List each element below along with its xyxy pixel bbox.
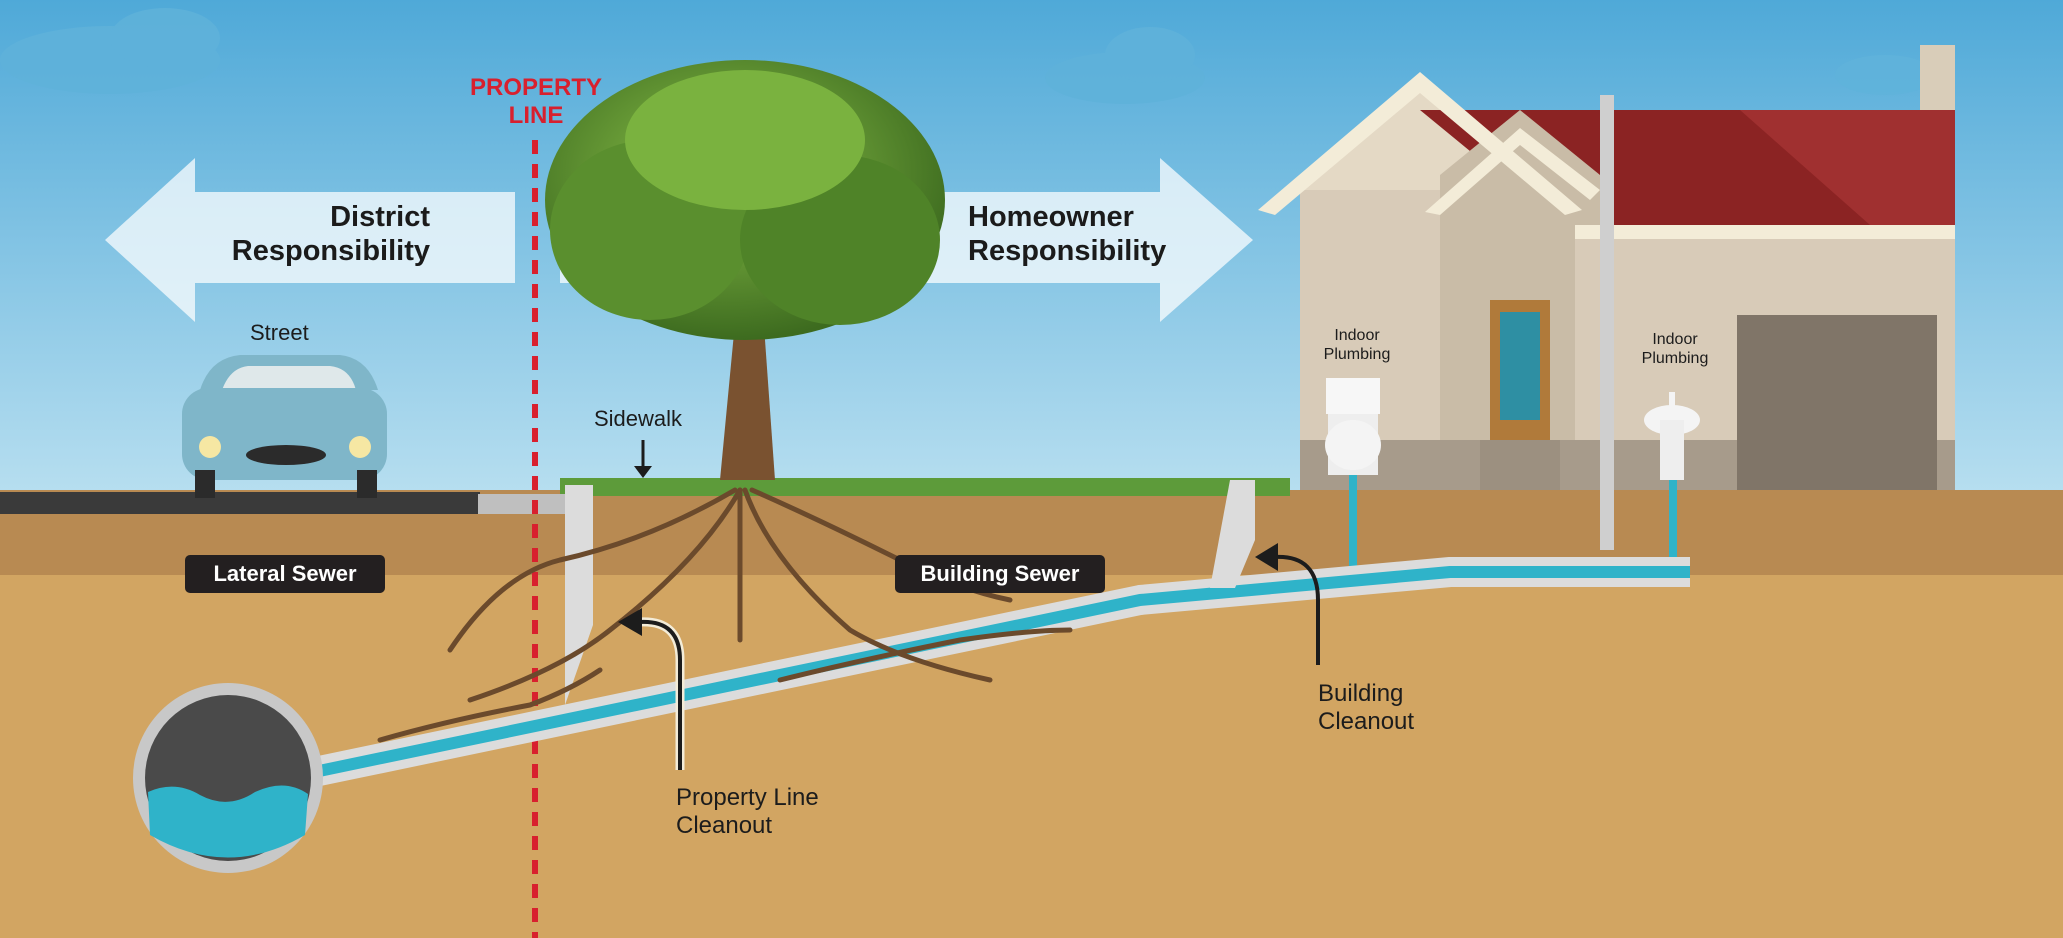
lateral-sewer-badge: Lateral Sewer <box>185 555 385 593</box>
sidewalk-surface <box>478 494 568 514</box>
building-cleanout-label: Building Cleanout <box>1318 680 1438 736</box>
homeowner-responsibility-label: Homeowner Responsibility <box>968 200 1188 268</box>
sidewalk-label: Sidewalk <box>594 406 682 432</box>
property-line-cleanout-label: Property Line Cleanout <box>676 784 826 840</box>
grass <box>560 478 1290 496</box>
manhole <box>133 683 323 873</box>
street-surface <box>0 492 480 514</box>
street-label: Street <box>250 320 309 346</box>
building-sewer-badge: Building Sewer <box>895 555 1105 593</box>
indoor-plumbing-sink-label: Indoor Plumbing <box>1630 330 1720 368</box>
district-responsibility-label: District Responsibility <box>230 200 430 268</box>
property-line-label: PROPERTY LINE <box>462 74 610 130</box>
indoor-plumbing-toilet-label: Indoor Plumbing <box>1312 326 1402 364</box>
car-icon <box>182 355 387 498</box>
